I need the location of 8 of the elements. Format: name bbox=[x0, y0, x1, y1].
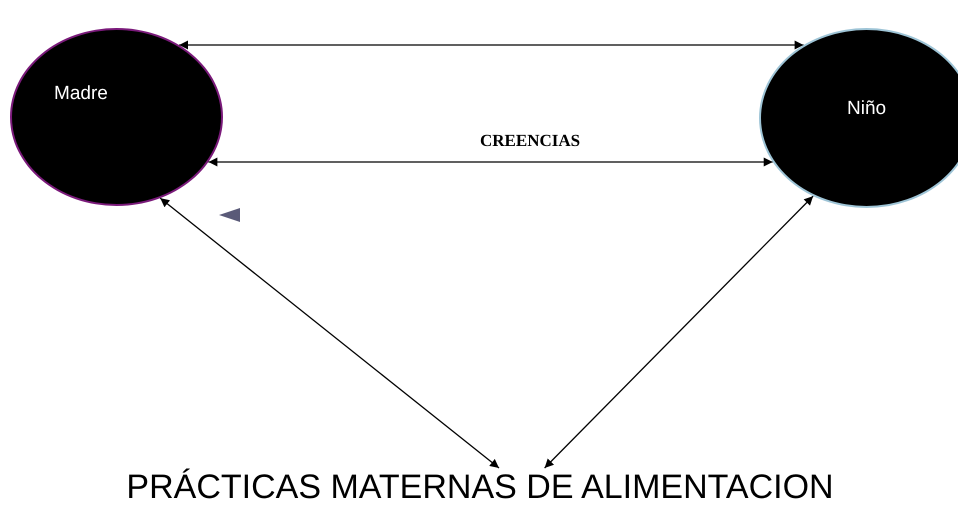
double-arrow bbox=[179, 40, 804, 50]
node-label: PRÁCTICAS MATERNAS DE ALIMENTACION bbox=[126, 468, 834, 506]
double-arrow bbox=[544, 196, 814, 468]
node-label: Niño bbox=[847, 98, 886, 120]
label: CREENCIAS bbox=[480, 131, 580, 151]
double-arrow bbox=[208, 158, 773, 166]
double-arrow bbox=[160, 198, 500, 468]
node-label: Madre bbox=[54, 83, 108, 105]
